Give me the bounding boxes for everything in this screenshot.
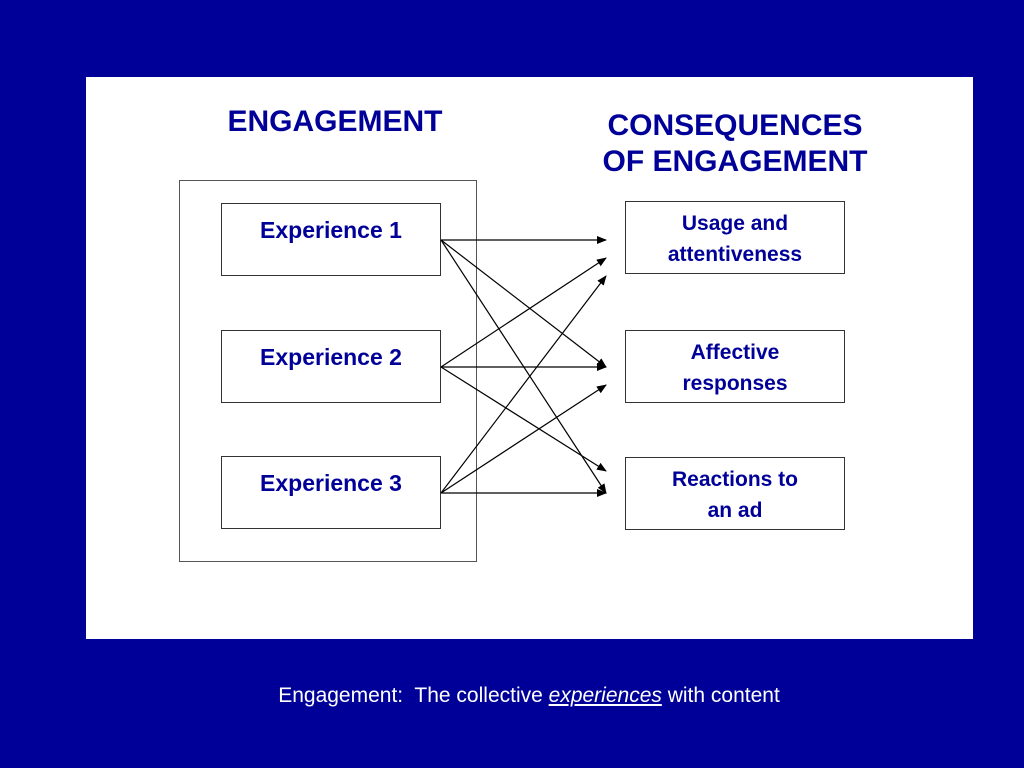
consequence-reactions-line1: Reactions to	[671, 468, 799, 491]
experience-2-box: Experience 2	[221, 330, 441, 403]
consequence-affective-line2: responses	[682, 372, 788, 395]
consequence-usage-line1: Usage and	[681, 212, 789, 235]
experience-3-label: Experience 3	[260, 470, 402, 496]
consequences-heading: CONSEQUENCES OF ENGAGEMENT	[560, 108, 910, 180]
experience-1-box: Experience 1	[221, 203, 441, 276]
consequence-affective-box: Affective responses	[625, 330, 845, 403]
experience-1-label: Experience 1	[260, 217, 402, 243]
consequence-reactions-line2: an ad	[707, 499, 763, 522]
caption-prefix: Engagement: The collective	[278, 684, 549, 707]
consequences-heading-line2: OF ENGAGEMENT	[602, 145, 868, 178]
caption-suffix: with content	[661, 684, 780, 707]
consequence-usage-box: Usage and attentiveness	[625, 201, 845, 274]
consequence-usage-line2: attentiveness	[667, 243, 803, 266]
consequence-affective-line1: Affective	[690, 341, 780, 364]
consequence-reactions-box: Reactions to an ad	[625, 457, 845, 530]
caption: Engagement: The collective experiences w…	[0, 682, 1024, 710]
caption-emphasis: experiences	[548, 684, 662, 707]
engagement-heading: ENGAGEMENT	[195, 104, 475, 140]
engagement-heading-text: ENGAGEMENT	[227, 105, 443, 138]
consequences-heading-line1: CONSEQUENCES	[607, 109, 863, 142]
experience-2-label: Experience 2	[260, 344, 402, 370]
experience-3-box: Experience 3	[221, 456, 441, 529]
